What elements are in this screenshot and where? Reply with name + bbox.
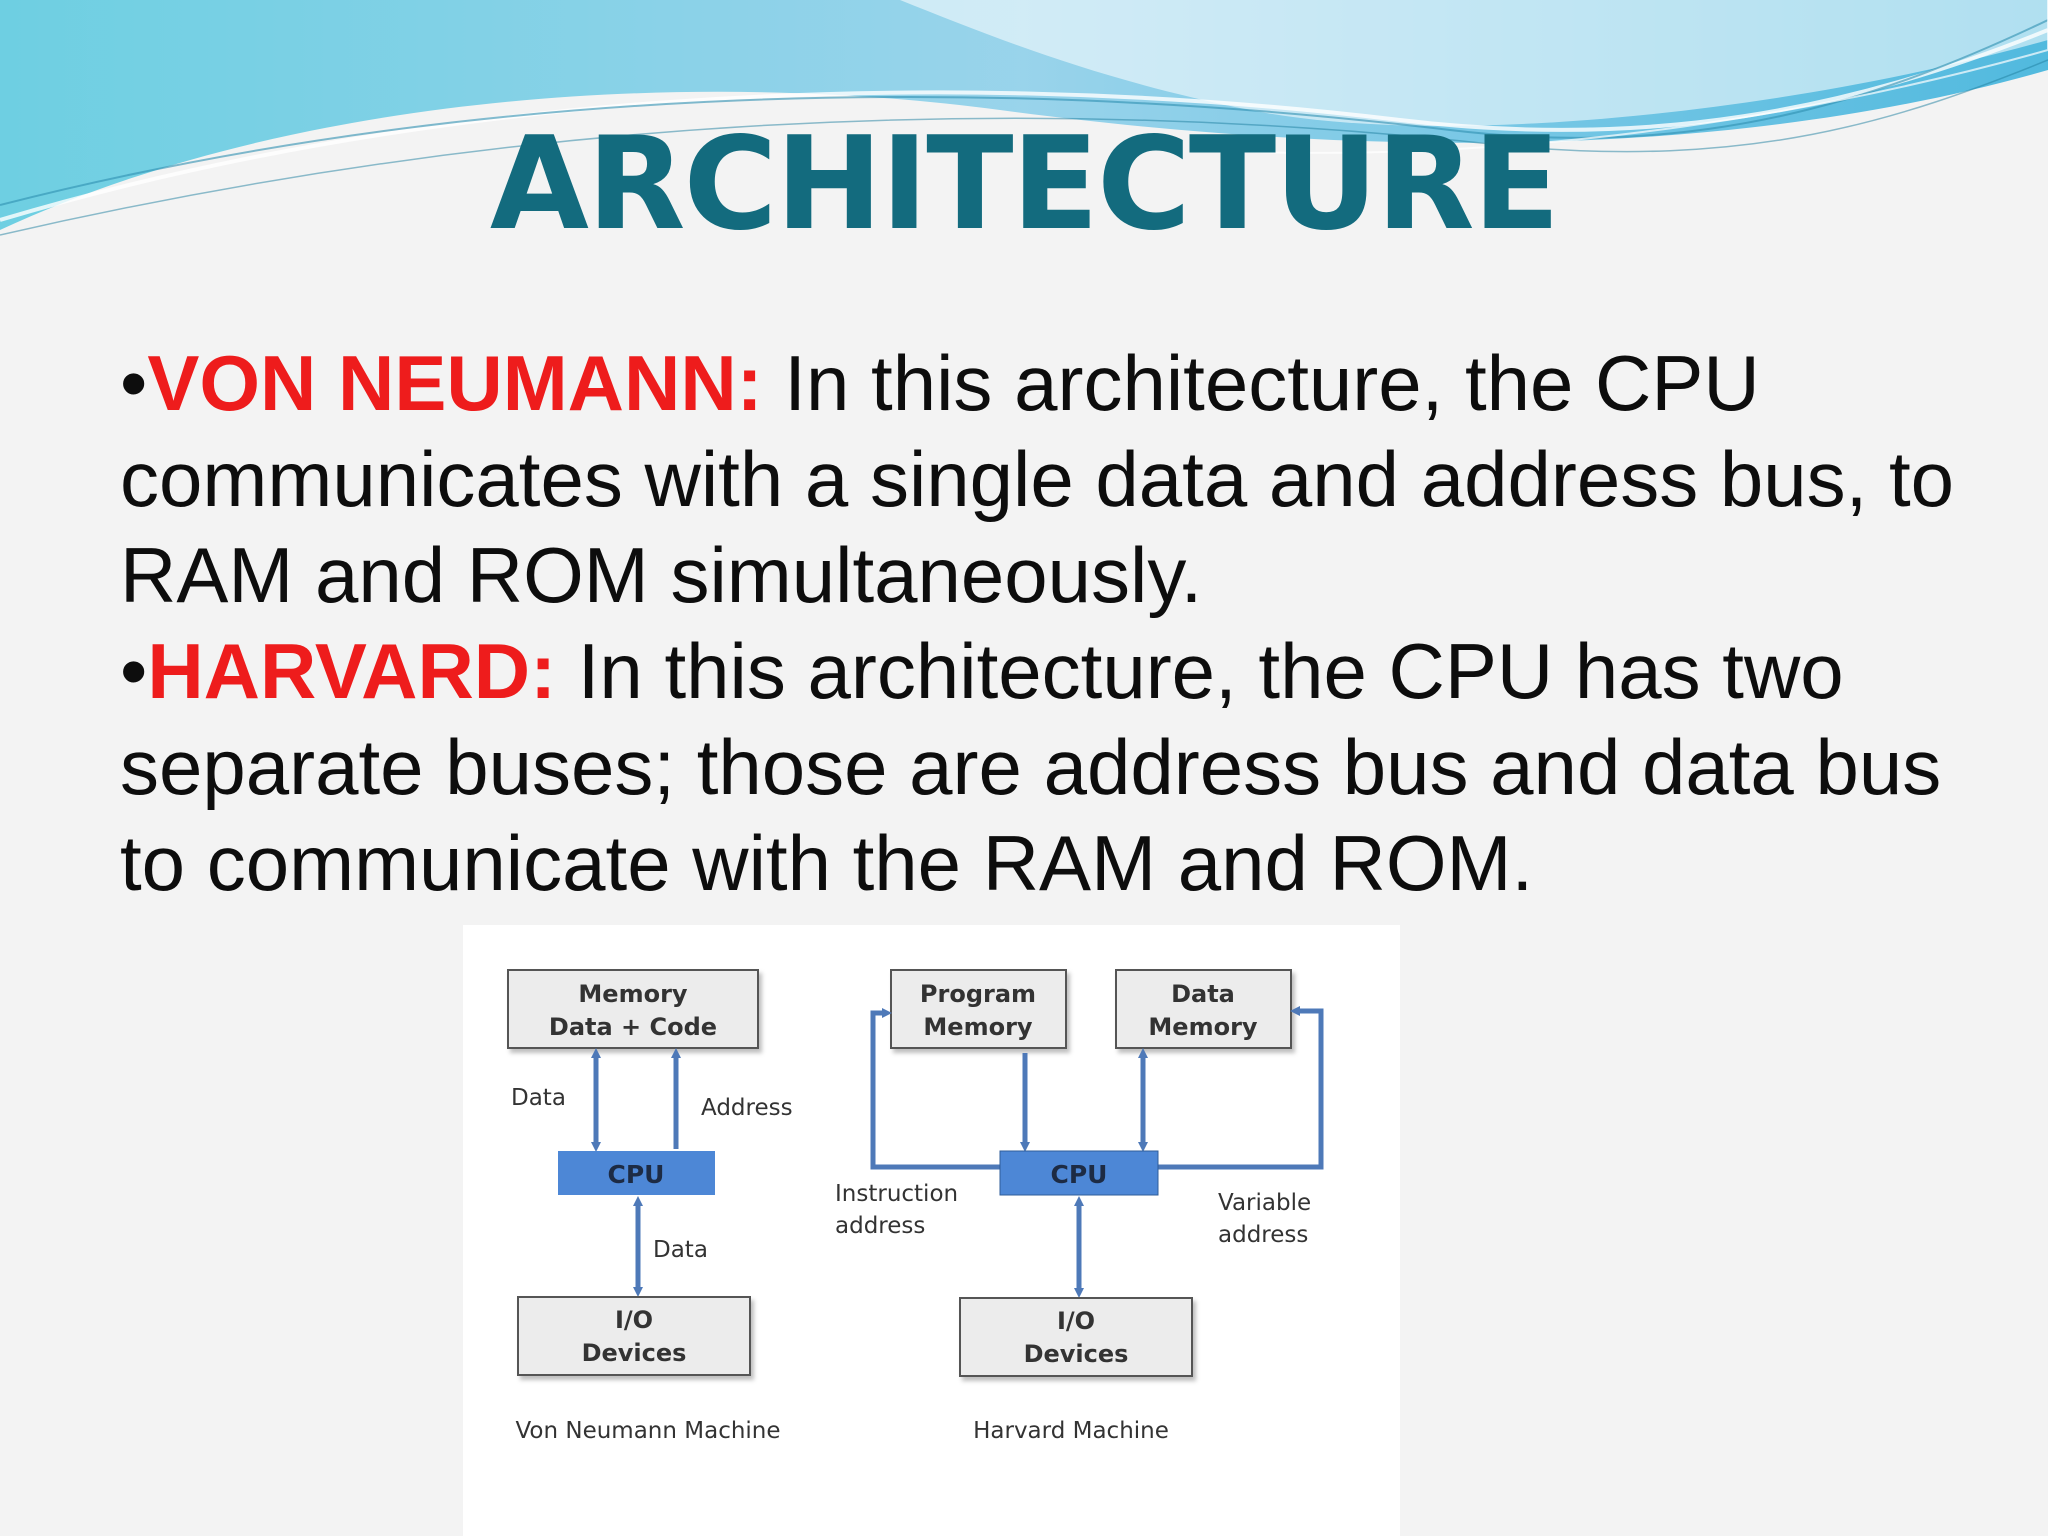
- hv-data-memory-label-line1: Data: [1171, 980, 1235, 1008]
- vn-address-label: Address: [701, 1095, 793, 1121]
- bullet-harvard: •HARVARD: In this architecture, the CPU …: [120, 623, 1980, 911]
- term-von-neumann: VON NEUMANN:: [147, 339, 763, 427]
- bullet-text: In this architecture, the CPU communicat…: [120, 339, 1955, 619]
- hv-io-label-line2: Devices: [1024, 1340, 1129, 1368]
- vn-io-label-line2: Devices: [582, 1339, 687, 1367]
- hv-program-memory-box: [890, 969, 1067, 1049]
- vn-data-label-bottom: Data: [653, 1237, 708, 1263]
- bullet-text: In this architecture, the CPU has two se…: [120, 627, 1942, 907]
- vn-data-label-top: Data: [511, 1085, 566, 1111]
- architecture-diagram: Memory Data + Code Data Address CPU Data…: [507, 969, 1324, 1444]
- hv-instruction-address-label-line2: address: [835, 1213, 925, 1239]
- vn-cpu-label: CPU: [608, 1160, 665, 1189]
- vn-memory-box: [507, 969, 759, 1049]
- vn-cpu-box: [558, 1151, 715, 1195]
- hv-io-box: [959, 1297, 1193, 1377]
- hv-cpu-label: CPU: [1051, 1160, 1108, 1189]
- hv-variable-address-label-line1: Variable: [1218, 1190, 1311, 1216]
- bullet-marker: •: [120, 627, 148, 715]
- hv-variable-address-label-line2: address: [1218, 1222, 1308, 1248]
- harvard-diagram: Program Memory Data Memory CPU Instructi…: [835, 969, 1324, 1444]
- hv-io-label-line1: I/O: [1057, 1307, 1095, 1335]
- hv-program-memory-label-line1: Program: [920, 980, 1036, 1008]
- hv-variable-address-arrow: [1158, 1006, 1324, 1170]
- slide-title: ARCHITECTURE: [489, 110, 1560, 259]
- bullet-von-neumann: •VON NEUMANN: In this architecture, the …: [120, 335, 1980, 623]
- term-harvard: HARVARD:: [147, 627, 557, 715]
- vn-io-label-line1: I/O: [615, 1306, 653, 1334]
- hv-program-memory-label-line2: Memory: [923, 1013, 1032, 1041]
- bullet-marker: •: [120, 339, 148, 427]
- header-wave-decoration: [0, 0, 2048, 236]
- hv-instruction-address-arrow: [870, 1008, 1000, 1170]
- vn-memory-label-line1: Memory: [578, 980, 687, 1008]
- vn-memory-label-line2: Data + Code: [549, 1013, 717, 1041]
- vn-caption: Von Neumann Machine: [515, 1418, 780, 1444]
- hv-cpu-box: [999, 1150, 1159, 1196]
- architecture-diagram-figure: Memory Data + Code Data Address CPU Data…: [463, 925, 1400, 1536]
- bullet-list: •VON NEUMANN: In this architecture, the …: [120, 335, 1980, 911]
- hv-instruction-address-label-line1: Instruction: [835, 1181, 958, 1207]
- von-neumann-diagram: Memory Data + Code Data Address CPU Data…: [507, 969, 793, 1444]
- vn-io-box: [517, 1296, 751, 1376]
- hv-data-memory-label-line2: Memory: [1148, 1013, 1257, 1041]
- hv-caption: Harvard Machine: [973, 1418, 1169, 1444]
